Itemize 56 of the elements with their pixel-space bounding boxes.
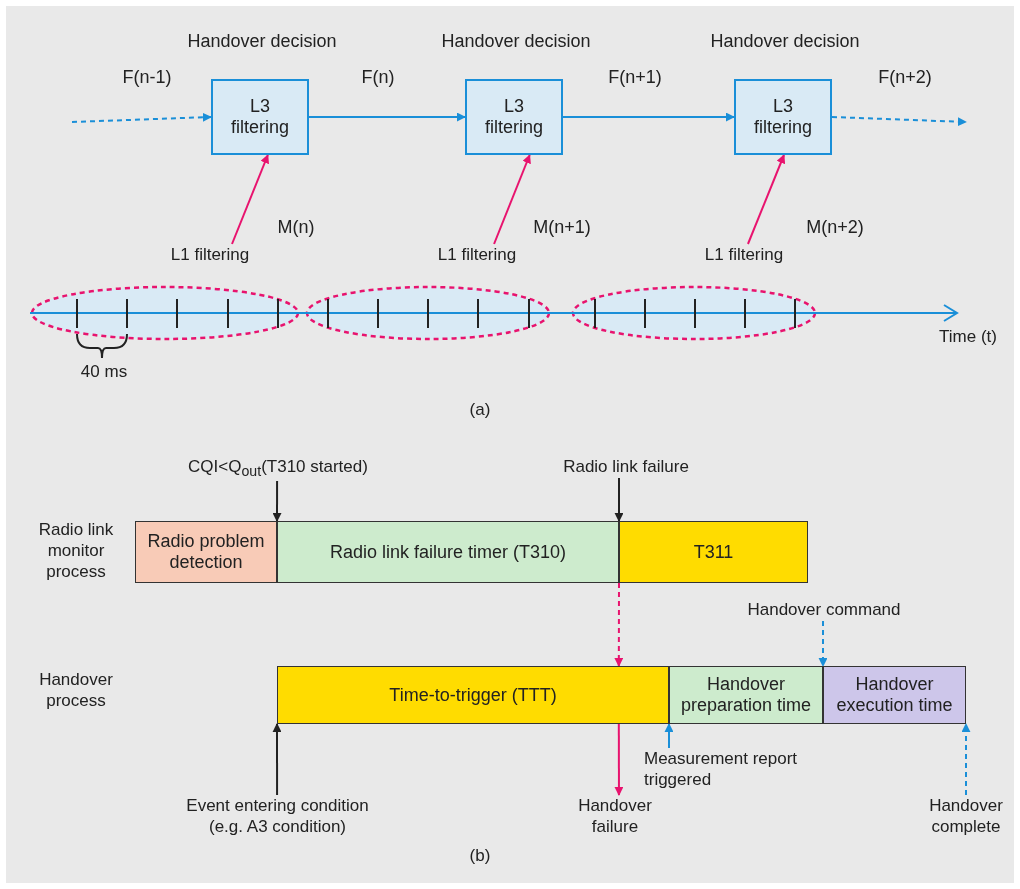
edge-label: M(n+1)	[532, 217, 592, 238]
edge-label: F(n+1)	[607, 67, 663, 88]
arrow	[664, 723, 674, 749]
edge-label: F(n+2)	[877, 67, 933, 88]
timeline-segment	[277, 666, 669, 724]
segment-label: Handover execution time	[835, 674, 954, 716]
arrow	[272, 480, 282, 522]
arrow	[562, 112, 735, 122]
annotation-text: L1 filtering	[422, 244, 532, 268]
segment-label: T311	[692, 541, 735, 563]
segment-label: Radio link failure timer (T310)	[328, 541, 568, 563]
arrow	[308, 112, 466, 122]
text-label: 40 ms	[79, 361, 129, 382]
text-label: (b)	[468, 845, 492, 866]
edge-label: F(n)	[360, 67, 396, 88]
segment-label: Radio problem detection	[146, 531, 266, 573]
edge-label: M(n)	[276, 217, 316, 238]
arrow	[614, 477, 624, 522]
arrow	[614, 723, 624, 796]
text-label: (a)	[468, 399, 492, 420]
text-label: Radio link monitor process	[37, 518, 115, 582]
annotation-text: Handover complete	[918, 795, 1014, 839]
text-label: Handover process	[38, 669, 114, 711]
box-heading: Handover decision	[186, 31, 338, 52]
arrow	[961, 723, 971, 796]
timeline-segment	[277, 521, 619, 583]
box-label: L3 filtering	[753, 96, 813, 138]
annotation-text: Handover command	[726, 599, 922, 621]
arrow	[493, 154, 531, 245]
segment-label: Time-to-trigger (TTT)	[388, 684, 558, 706]
timeline-segment	[823, 666, 966, 724]
box-label: L3 filtering	[484, 96, 544, 138]
arrow	[272, 723, 282, 796]
annotation-text: L1 filtering	[155, 244, 265, 268]
arrow	[831, 116, 967, 127]
edge-label: F(n-1)	[121, 67, 173, 88]
annotation-text: Handover failure	[570, 795, 660, 839]
annotation-text: L1 filtering	[689, 244, 799, 268]
text-label: Time (t)	[938, 326, 998, 347]
segment-label: Handover preparation time	[679, 674, 813, 716]
box-heading: Handover decision	[709, 31, 861, 52]
box-label: L3 filtering	[230, 96, 290, 138]
annotation-text: CQI<Q$_{out}$(T310 started)	[165, 456, 391, 481]
arrow	[231, 154, 269, 245]
timeline-segment	[669, 666, 823, 724]
timeline-segment	[619, 521, 808, 583]
annotation-text: Event entering condition (e.g. A3 condition)	[170, 795, 385, 839]
annotation-text: Measurement report triggered	[644, 748, 854, 792]
timeline-segment	[135, 521, 277, 583]
arrow	[818, 620, 828, 667]
arrow	[71, 112, 212, 123]
box-heading: Handover decision	[440, 31, 592, 52]
edge-label: M(n+2)	[805, 217, 865, 238]
arrow	[746, 154, 786, 245]
arrow	[614, 582, 624, 667]
annotation-text: Radio link failure	[548, 456, 704, 478]
